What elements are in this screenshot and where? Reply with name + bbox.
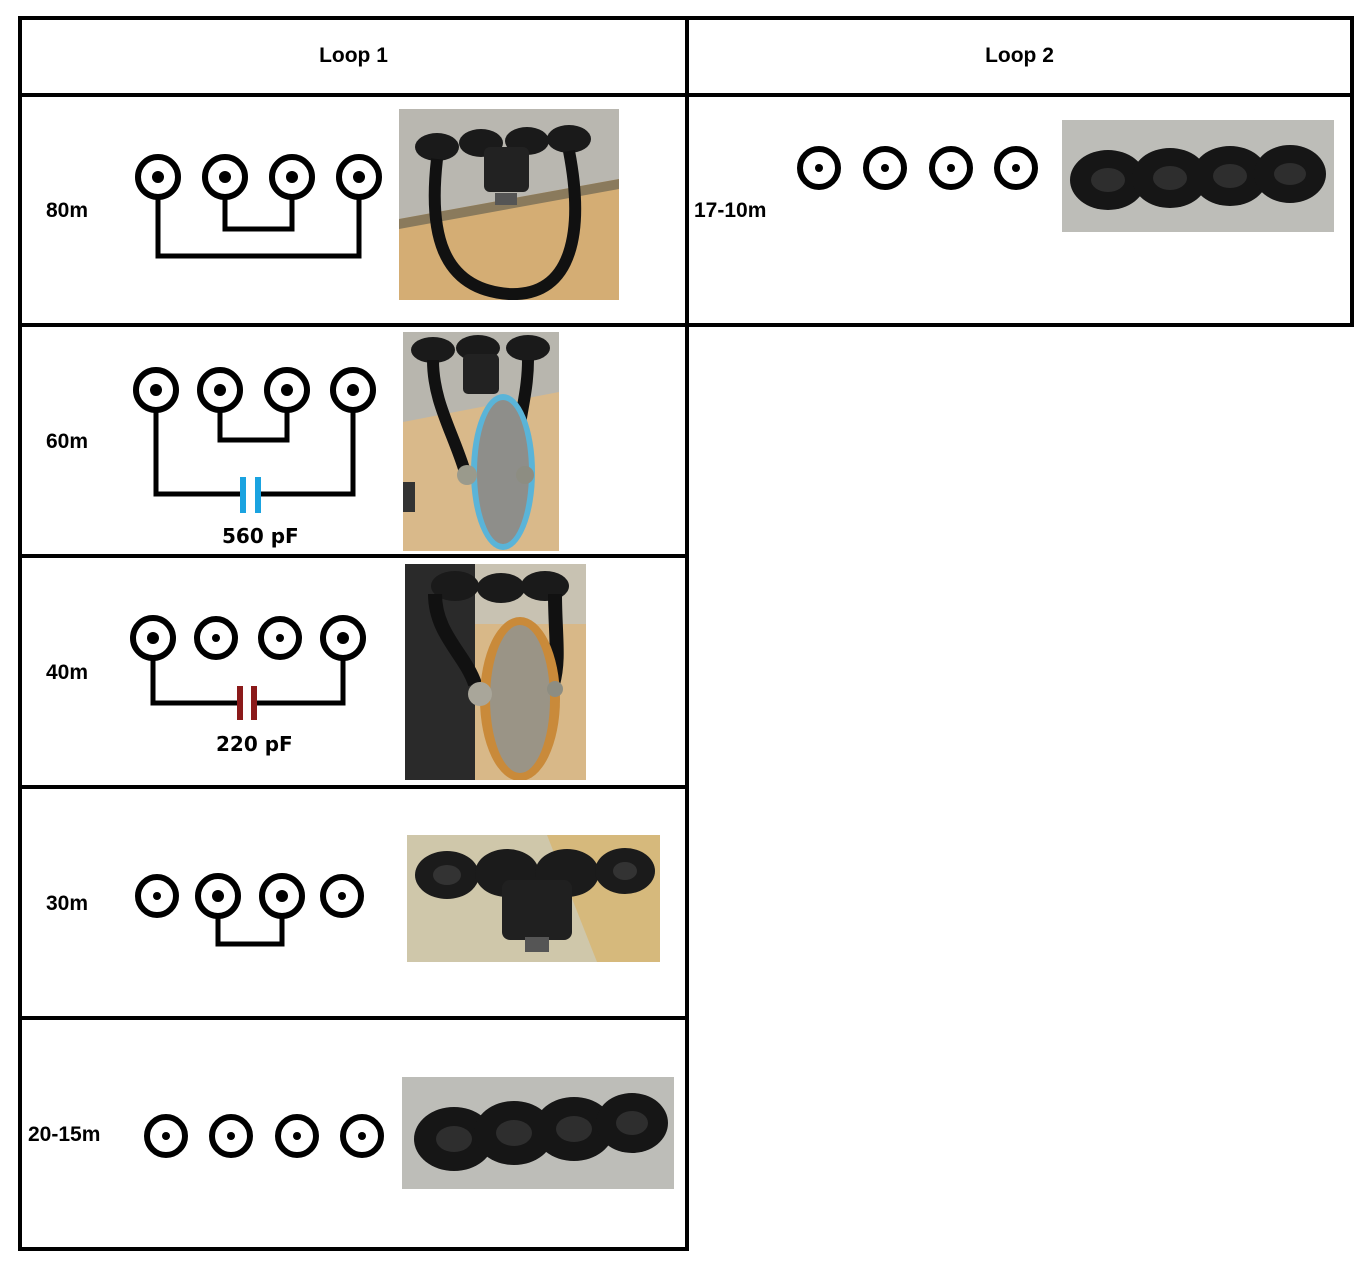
band-label-20-15m: 20-15m (28, 1123, 101, 1146)
terminal-icon (136, 370, 176, 410)
terminal-icon (261, 619, 299, 657)
terminal-icon (932, 149, 970, 187)
band-label-80m: 80m (46, 199, 89, 222)
terminal-icon (339, 157, 379, 197)
terminal-icon (333, 370, 373, 410)
terminal-icon (198, 876, 238, 916)
terminal-icon (138, 157, 178, 197)
photo-20-15m-open-terminals (402, 1077, 674, 1189)
terminal-icon (212, 1117, 250, 1155)
capacitor-symbol-220pf (237, 686, 257, 720)
header-loop-1: Loop 1 (319, 44, 388, 67)
terminal-icon (997, 149, 1035, 187)
terminal-icon (343, 1117, 381, 1155)
row-divider-3 (18, 785, 689, 789)
terminal-icon (138, 877, 176, 915)
capacitor-value-220pf: 220 pF (216, 732, 293, 756)
row-divider-1 (18, 323, 1354, 327)
terminal-icon (272, 157, 312, 197)
photo-80m-jumper-cable (399, 109, 619, 300)
photo-17-10m-open-terminals (1062, 120, 1334, 232)
capacitor-value-560pf: 560 pF (222, 524, 299, 548)
terminal-icon (133, 618, 173, 658)
schematic-80m (155, 177, 362, 259)
capacitor-symbol-560pf (240, 477, 261, 513)
schematic-60m (153, 390, 356, 497)
band-label-17-10m: 17-10m (694, 199, 767, 222)
photo-30m-jumper (407, 835, 660, 962)
terminal-icon (323, 877, 361, 915)
photo-40m-capacitor (405, 564, 586, 780)
terminal-icon (866, 149, 904, 187)
schematic-30m (215, 896, 285, 947)
terminal-icon (278, 1117, 316, 1155)
header-loop-2: Loop 2 (985, 44, 1054, 67)
row-divider-4 (18, 1016, 689, 1020)
table-column-divider (685, 16, 689, 1251)
band-label-30m: 30m (46, 892, 89, 915)
photo-60m-capacitor (403, 332, 559, 551)
band-label-40m: 40m (46, 661, 89, 684)
band-label-60m: 60m (46, 430, 89, 453)
header-row-divider (18, 93, 1354, 97)
row-divider-2 (18, 554, 689, 558)
terminal-icon (323, 618, 363, 658)
terminal-icon (147, 1117, 185, 1155)
terminal-icon (200, 370, 240, 410)
terminal-icon (205, 157, 245, 197)
terminal-icon (800, 149, 838, 187)
terminal-icon (267, 370, 307, 410)
schematic-40m (150, 638, 346, 706)
terminal-icon (197, 619, 235, 657)
table-border-right (1350, 16, 1354, 327)
table-border-bottom (18, 1247, 689, 1251)
table-border-left (18, 16, 22, 1251)
terminal-icon (262, 876, 302, 916)
